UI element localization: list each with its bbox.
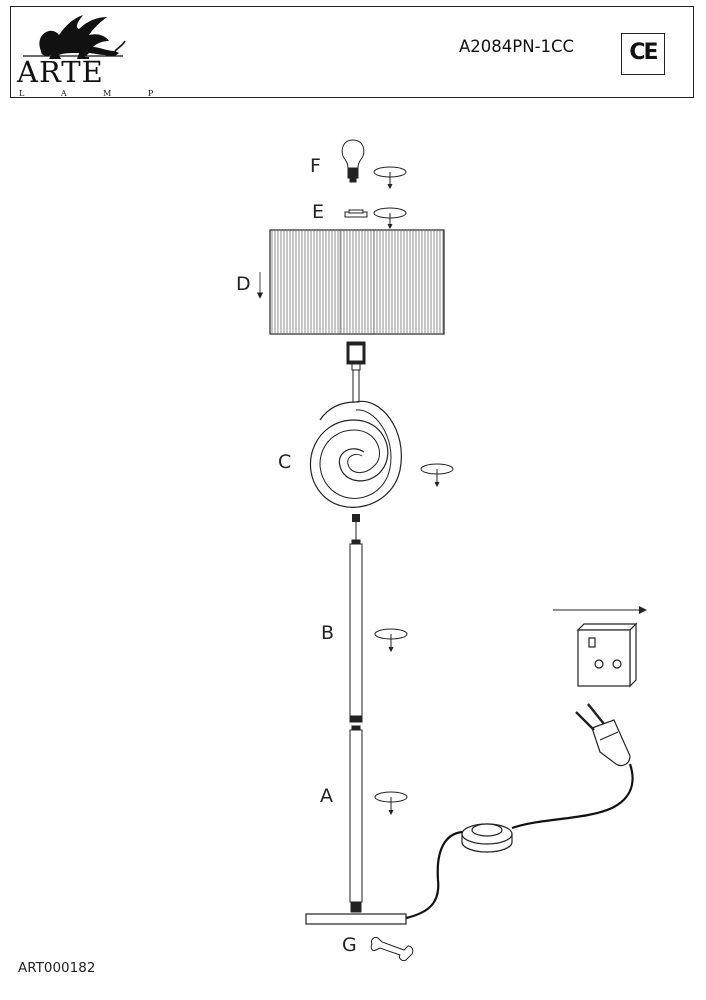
rotate-screw-icon (373, 166, 407, 190)
rotate-screw-icon (374, 791, 408, 816)
power-plug-icon (575, 703, 631, 767)
wrench-icon (370, 937, 414, 961)
part-label-f: F (310, 155, 321, 177)
lamp-shade-icon (269, 229, 445, 335)
brand-wordmark: ARTE (17, 55, 104, 89)
model-number: A2084PN-1CC (459, 37, 575, 56)
light-bulb-icon (341, 139, 365, 183)
power-cable-icon (405, 763, 634, 920)
part-label-e: E (312, 201, 325, 223)
spiral-body-icon (309, 400, 402, 508)
part-label-a: A (320, 785, 333, 807)
foot-switch-icon (461, 823, 513, 853)
rotate-screw-icon (374, 628, 408, 653)
spiral-connector-icon (352, 514, 360, 540)
lower-rod-icon (349, 725, 363, 913)
document-code: ART000182 (18, 960, 96, 976)
lamp-base-icon (305, 913, 407, 925)
rotate-screw-icon (373, 207, 407, 230)
part-label-b: B (321, 622, 335, 644)
rotate-screw-icon (420, 463, 454, 488)
part-label-d: D (236, 273, 251, 295)
header-frame: ARTE L A M P A2084PN-1CC CE (10, 6, 694, 98)
lamp-socket-icon (346, 341, 366, 403)
ce-mark-box: CE (621, 33, 665, 75)
brand-subtitle: L A M P (19, 89, 171, 98)
part-label-g: G (342, 934, 357, 956)
ce-mark: CE (629, 40, 658, 65)
griffin-logo-icon (23, 15, 126, 59)
wall-outlet-icon (576, 622, 638, 688)
shade-ring-icon (344, 209, 368, 218)
upper-rod-icon (349, 539, 363, 723)
part-label-c: C (278, 451, 292, 473)
